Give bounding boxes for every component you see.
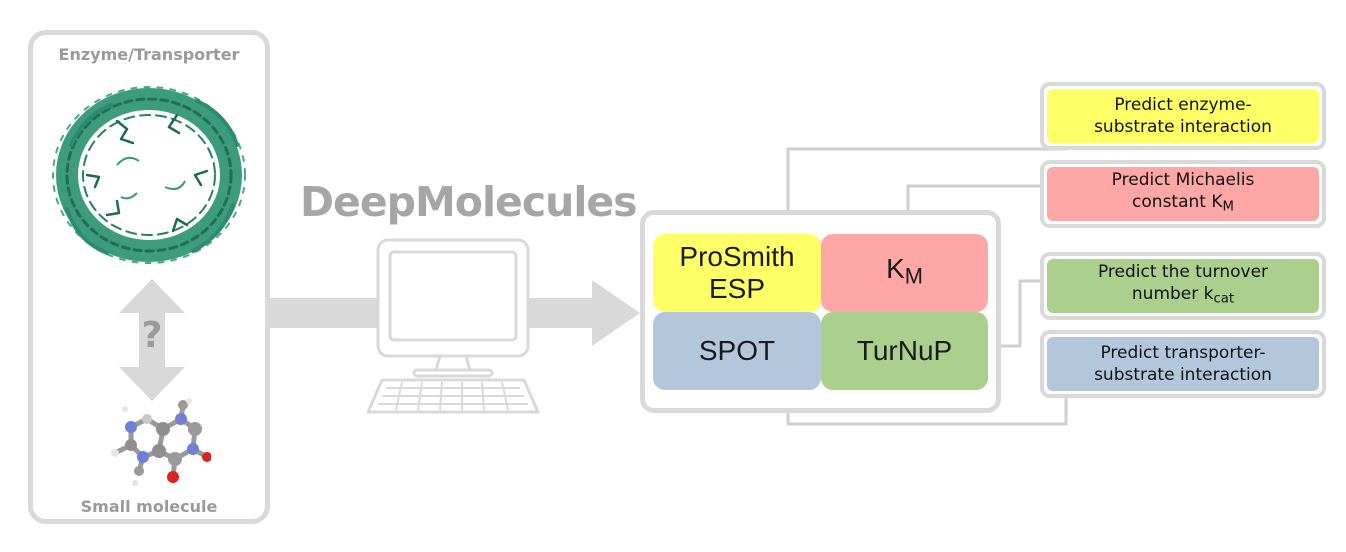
model-km-main: K [886, 253, 905, 285]
input-panel: Enzyme/Transporter ? [28, 30, 270, 524]
question-mark: ? [141, 315, 163, 356]
task-spot-line1: Predict transporter- [1100, 343, 1266, 363]
model-km-subscript: M [904, 263, 923, 289]
task-km-line1: Predict Michaelis [1111, 170, 1255, 191]
flow-arrow [270, 280, 640, 346]
task-km-subscript: M [1222, 199, 1234, 215]
deepmolecules-title: DeepMolecules [300, 178, 638, 226]
small-molecule-label: Small molecule [80, 497, 218, 516]
model-prosmith-line2: ESP [708, 273, 766, 304]
enzyme-transporter-label: Enzyme/Transporter [58, 45, 240, 64]
task-esp-line1: Predict enzyme- [1114, 95, 1252, 115]
small-molecule-image [111, 398, 211, 486]
task-kcat-line1: Predict the turnover [1097, 262, 1269, 283]
task-esp-box: Predict enzyme- substrate interaction [1040, 82, 1326, 150]
task-kcat-subscript: cat [1213, 291, 1235, 307]
computer-icon [366, 238, 540, 414]
task-km-box: Predict Michaelis constant KM [1040, 160, 1326, 228]
model-spot: SPOT [653, 312, 821, 390]
task-km-line2: constant KM [1132, 192, 1234, 215]
task-esp-line2: substrate interaction [1094, 117, 1272, 137]
model-turnup: TurNuP [821, 312, 988, 390]
model-spot-label: SPOT [698, 335, 776, 366]
task-spot-line2: substrate interaction [1094, 365, 1272, 385]
protein-structure-image [52, 86, 246, 264]
double-arrow-icon [119, 279, 185, 401]
task-spot-box: Predict transporter- substrate interacti… [1040, 330, 1326, 398]
model-prosmith-esp: ProSmith ESP [653, 234, 821, 312]
task-kcat-box: Predict the turnover number kcat [1040, 252, 1326, 320]
model-turnup-label: TurNuP [856, 335, 953, 366]
model-prosmith-line1: ProSmith [679, 241, 795, 272]
connector-kcat [986, 279, 1048, 348]
task-kcat-line2: number kcat [1131, 284, 1235, 307]
model-km: KM [821, 234, 988, 312]
